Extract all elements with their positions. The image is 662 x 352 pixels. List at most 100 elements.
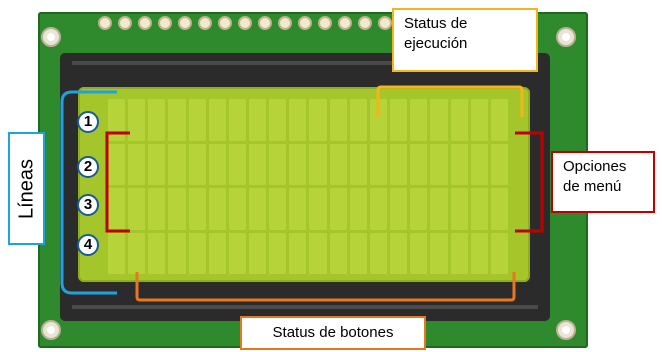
lcd-cell	[188, 232, 206, 274]
lcd-cell	[289, 232, 307, 274]
lcd-cell	[249, 232, 267, 274]
lcd-cell	[289, 188, 307, 230]
opciones-menu-label-line2: de menú	[563, 178, 622, 195]
lcd-cell	[188, 99, 206, 141]
lcd-cell	[108, 143, 126, 185]
lcd-cell	[309, 188, 327, 230]
lcd-cell	[450, 99, 468, 141]
lcd-cell	[309, 143, 327, 185]
lcd-cell	[390, 143, 408, 185]
lcd-cell	[470, 99, 488, 141]
left-red-bracket	[105, 131, 130, 233]
opciones-menu-bracket	[515, 131, 544, 233]
lcd-cell	[228, 143, 247, 185]
lcd-cell	[390, 188, 408, 230]
lcd-cell	[450, 188, 468, 230]
lcd-cell	[309, 99, 327, 141]
lcd-cell	[470, 143, 488, 185]
lcd-cell	[188, 143, 206, 185]
mounting-hole-top-left	[41, 27, 61, 47]
lcd-cell	[390, 232, 408, 274]
lcd-cell	[490, 232, 508, 274]
lineas-label: Líneas	[15, 158, 37, 219]
status-botones-label: Status de botones	[272, 324, 394, 341]
lcd-cell	[309, 232, 327, 274]
lcd-cell	[168, 188, 186, 230]
header-pins	[98, 16, 412, 32]
pin	[238, 16, 252, 30]
lcd-cell	[128, 232, 146, 274]
line-number-1: 1	[77, 111, 99, 133]
lcd-cell	[148, 143, 166, 185]
lcd-cell	[128, 188, 146, 230]
lcd-cell	[349, 143, 367, 185]
lcd-cell	[369, 99, 388, 141]
lcd-cell	[329, 143, 347, 185]
pin	[138, 16, 152, 30]
mounting-hole-top-right	[556, 27, 576, 47]
lcd-cell	[269, 99, 287, 141]
pin	[198, 16, 212, 30]
status-ejecucion-label-line1: Status de	[404, 15, 468, 32]
lcd-cell	[450, 143, 468, 185]
line-number-3: 3	[77, 194, 99, 216]
lcd-cell	[289, 143, 307, 185]
lcd-cell	[470, 232, 488, 274]
pin	[118, 16, 132, 30]
pin	[298, 16, 312, 30]
lcd-cell	[269, 188, 287, 230]
lcd-cell	[410, 143, 428, 185]
lcd-cell	[148, 188, 166, 230]
pin	[258, 16, 272, 30]
pin	[98, 16, 112, 30]
lcd-cell	[148, 99, 166, 141]
lineas-callout: Líneas	[8, 132, 45, 245]
lcd-cell	[369, 143, 388, 185]
lcd-cell	[349, 232, 367, 274]
lcd-cell	[430, 143, 448, 185]
lcd-cell	[329, 99, 347, 141]
pin	[278, 16, 292, 30]
lcd-cell	[349, 188, 367, 230]
lcd-cell	[128, 99, 146, 141]
lcd-cell	[430, 99, 448, 141]
lcd-cell	[430, 232, 448, 274]
status-ejecucion-callout: Status de ejecución	[392, 8, 538, 72]
lcd-cell	[450, 232, 468, 274]
lcd-cell	[329, 188, 347, 230]
lcd-cell	[289, 99, 307, 141]
pin	[158, 16, 172, 30]
lcd-cell	[228, 99, 247, 141]
pin	[358, 16, 372, 30]
lcd-cell	[249, 143, 267, 185]
lcd-cell	[249, 99, 267, 141]
pin	[318, 16, 332, 30]
lcd-cell	[390, 99, 408, 141]
lcd-character-grid	[108, 99, 508, 274]
opciones-menu-label-line1: Opciones	[563, 158, 627, 175]
lcd-cell	[148, 232, 166, 274]
lcd-cell	[430, 188, 448, 230]
line-number-4: 4	[77, 234, 99, 256]
bezel-top-rail	[72, 61, 538, 65]
lcd-cell	[269, 143, 287, 185]
lcd-cell	[369, 232, 388, 274]
lcd-cell	[108, 99, 126, 141]
lcd-cell	[168, 232, 186, 274]
mounting-hole-bottom-left	[41, 320, 61, 340]
line-number-2: 2	[77, 156, 99, 178]
lcd-cell	[228, 188, 247, 230]
lcd-cell	[108, 232, 126, 274]
lcd-cell	[208, 188, 226, 230]
lcd-cell	[208, 143, 226, 185]
lcd-cell	[188, 188, 206, 230]
status-botones-bracket	[135, 272, 516, 302]
lcd-cell	[208, 99, 226, 141]
lineas-bracket	[60, 90, 117, 295]
status-botones-callout: Status de botones	[240, 316, 426, 350]
lcd-cell	[349, 99, 367, 141]
lcd-cell	[470, 188, 488, 230]
lcd-cell	[249, 188, 267, 230]
lcd-cell	[410, 188, 428, 230]
